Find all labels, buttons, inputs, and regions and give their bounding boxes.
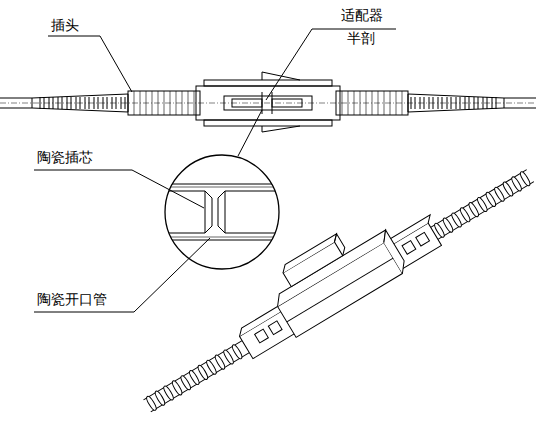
part-label: 插头 bbox=[50, 18, 80, 33]
connector-half-section bbox=[0, 72, 536, 132]
connector-3d-view bbox=[121, 133, 536, 422]
part-label: 适配器 bbox=[340, 8, 384, 23]
part-label: 陶瓷开口管 bbox=[36, 292, 108, 307]
part-label: 陶瓷插芯 bbox=[36, 150, 94, 165]
part-label: 半剖 bbox=[346, 31, 376, 46]
magnified-ferrule-detail bbox=[150, 155, 300, 269]
